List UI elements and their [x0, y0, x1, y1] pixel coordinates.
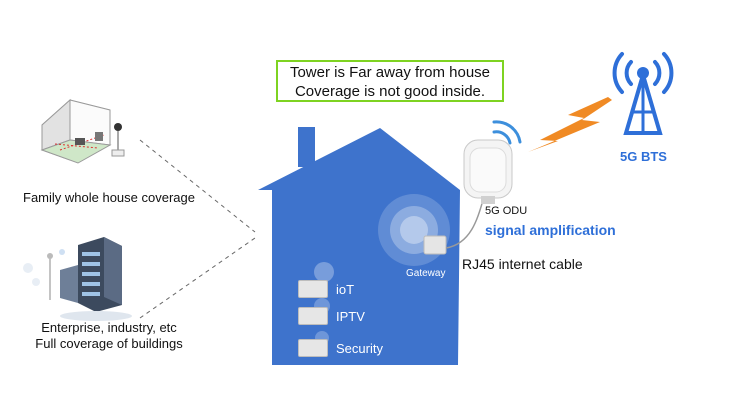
enterprise-caption-line-2: Full coverage of buildings — [35, 336, 183, 351]
callout-line-2: Coverage is not good inside. — [294, 83, 486, 100]
rj45-cable-label: RJ45 internet cable — [462, 256, 583, 272]
odu-label: 5G ODU — [485, 205, 528, 217]
security-label: Security — [336, 341, 383, 356]
iptv-label: IPTV — [336, 309, 365, 324]
dashed-connector-bottom — [139, 237, 256, 319]
enterprise-caption-line-1: Enterprise, industry, etc — [41, 320, 177, 335]
bts-label: 5G BTS — [620, 149, 667, 164]
gateway-device — [423, 235, 447, 255]
lightning-icon — [528, 97, 612, 152]
iot-device-icon — [298, 280, 328, 298]
security-device-icon — [298, 339, 328, 357]
house-shape — [258, 127, 460, 365]
odu-antenna-icon — [463, 139, 513, 204]
iot-glow — [314, 262, 334, 282]
tower-callout-box: Tower is Far away from house Coverage is… — [276, 60, 504, 102]
enterprise-building-illustration — [23, 237, 132, 321]
iot-label: ioT — [336, 282, 355, 297]
family-coverage-caption: Family whole house coverage — [23, 190, 195, 205]
signal-amplification-label: signal amplification — [485, 222, 616, 238]
dashed-connector-top — [139, 139, 256, 233]
odu-wave-icon — [492, 120, 522, 145]
family-house-illustration — [40, 98, 125, 164]
callout-line-1: Tower is Far away from house — [289, 64, 491, 81]
iptv-device-icon — [298, 307, 328, 325]
gateway-label: Gateway — [406, 268, 446, 279]
bts-tower-icon — [612, 52, 674, 135]
gateway-glow — [378, 194, 450, 266]
